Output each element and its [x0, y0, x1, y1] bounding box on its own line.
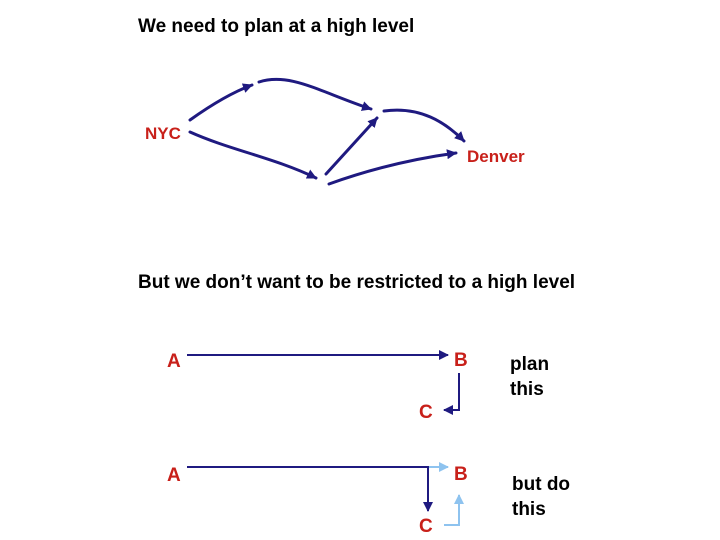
route-arrow-n4-to-denver	[327, 149, 458, 186]
route-arrow-nyc-to-n3	[188, 130, 318, 180]
do-diagram	[187, 462, 464, 526]
plan-note-line2: this	[510, 379, 544, 400]
route-arrow-nyc-to-n1	[188, 83, 254, 122]
do-arrow-c-to-b	[444, 494, 464, 526]
do-arrow-a-to-c	[187, 466, 433, 512]
plan-arrow-b-to-c	[443, 373, 460, 415]
bottom-heading: But we don’t want to be restricted to a …	[138, 272, 576, 293]
do-note-line1: but do	[512, 474, 571, 495]
destination-label-denver: Denver	[467, 147, 525, 166]
route-arrow-n1-to-n2	[257, 77, 373, 111]
do-note: but do this	[512, 472, 570, 522]
top-route-graph	[188, 77, 466, 186]
plan-note: plan this	[510, 352, 549, 402]
origin-label-nyc: NYC	[145, 124, 181, 143]
do-node-c: C	[419, 516, 433, 537]
top-heading: We need to plan at a high level	[138, 16, 415, 37]
plan-diagram	[187, 350, 460, 415]
plan-node-a: A	[167, 351, 181, 372]
do-node-b: B	[454, 464, 468, 485]
plan-node-c: C	[419, 402, 433, 423]
route-arrow-n3-to-n2	[324, 116, 379, 176]
plan-node-b: B	[454, 350, 468, 371]
do-note-line2: this	[512, 499, 546, 520]
plan-note-line1: plan	[510, 354, 550, 375]
route-arrow-n2-to-denver	[382, 108, 466, 143]
do-node-a: A	[167, 465, 181, 486]
